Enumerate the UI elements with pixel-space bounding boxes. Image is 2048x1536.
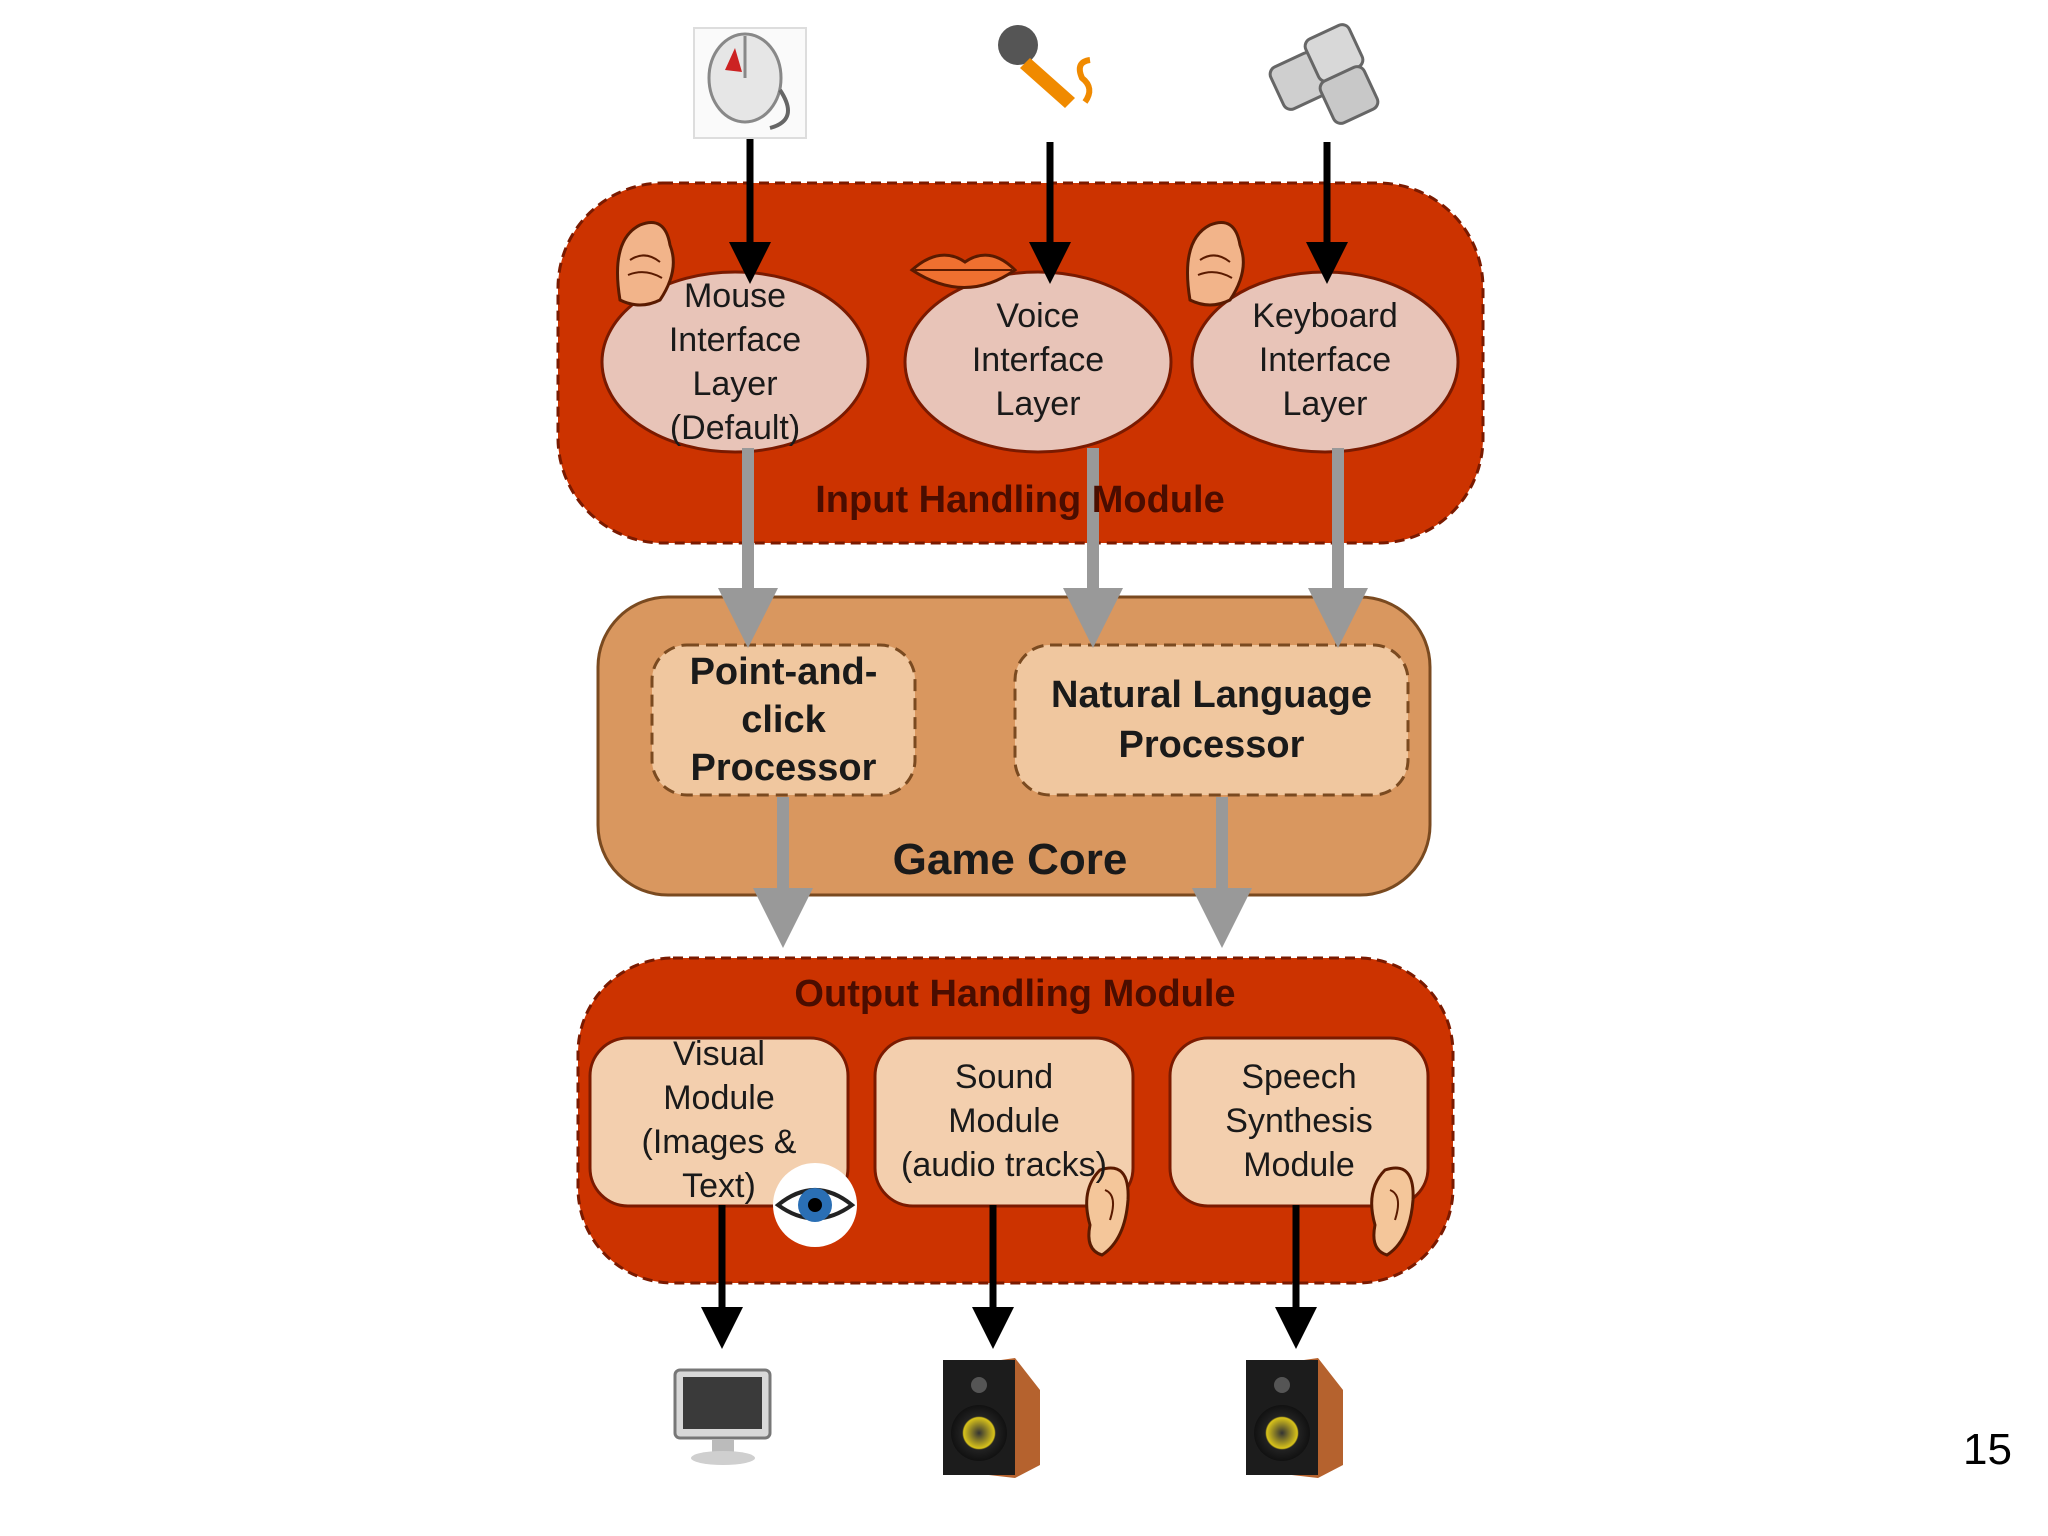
visual-module-label: Visual Module (Images & Text) bbox=[641, 1035, 797, 1205]
point-and-click-processor-label: Point-and- click Processor bbox=[689, 651, 878, 789]
monitor-icon bbox=[673, 1368, 772, 1465]
lips-icon bbox=[909, 253, 1018, 289]
slide-number: 15 bbox=[1963, 1425, 2012, 1474]
eye-icon bbox=[773, 1163, 857, 1247]
keyboard-interface-layer-label: Keyboard Interface Layer bbox=[1252, 297, 1398, 423]
speaker-icon bbox=[1246, 1358, 1343, 1478]
natural-language-processor-box bbox=[1013, 643, 1410, 797]
ear-icon bbox=[1370, 1166, 1415, 1257]
hand-icon bbox=[1186, 221, 1245, 307]
mouse-icon bbox=[693, 27, 807, 139]
sound-module-label: Sound Module (audio tracks) bbox=[901, 1057, 1107, 1184]
keyboard-keys-icon bbox=[1268, 23, 1380, 125]
point-and-click-processor-box bbox=[650, 643, 917, 797]
natural-language-processor-label: Natural Language Processor bbox=[1051, 674, 1372, 766]
game-core-title: Game Core bbox=[892, 835, 1128, 884]
input-module-title: Input Handling Module bbox=[815, 478, 1225, 521]
sound-module-box bbox=[873, 1036, 1135, 1208]
hand-icon bbox=[616, 221, 675, 307]
speech-synthesis-module-label: Speech Synthesis Module bbox=[1225, 1057, 1373, 1184]
output-module-title: Output Handling Module bbox=[794, 972, 1236, 1015]
voice-interface-layer-label: Voice Interface Layer bbox=[971, 297, 1105, 423]
speaker-icon bbox=[943, 1358, 1040, 1478]
microphone-icon bbox=[998, 25, 1093, 108]
mouse-interface-layer-label: Mouse Interface Layer (Default) bbox=[668, 277, 802, 447]
ear-icon bbox=[1085, 1166, 1130, 1257]
